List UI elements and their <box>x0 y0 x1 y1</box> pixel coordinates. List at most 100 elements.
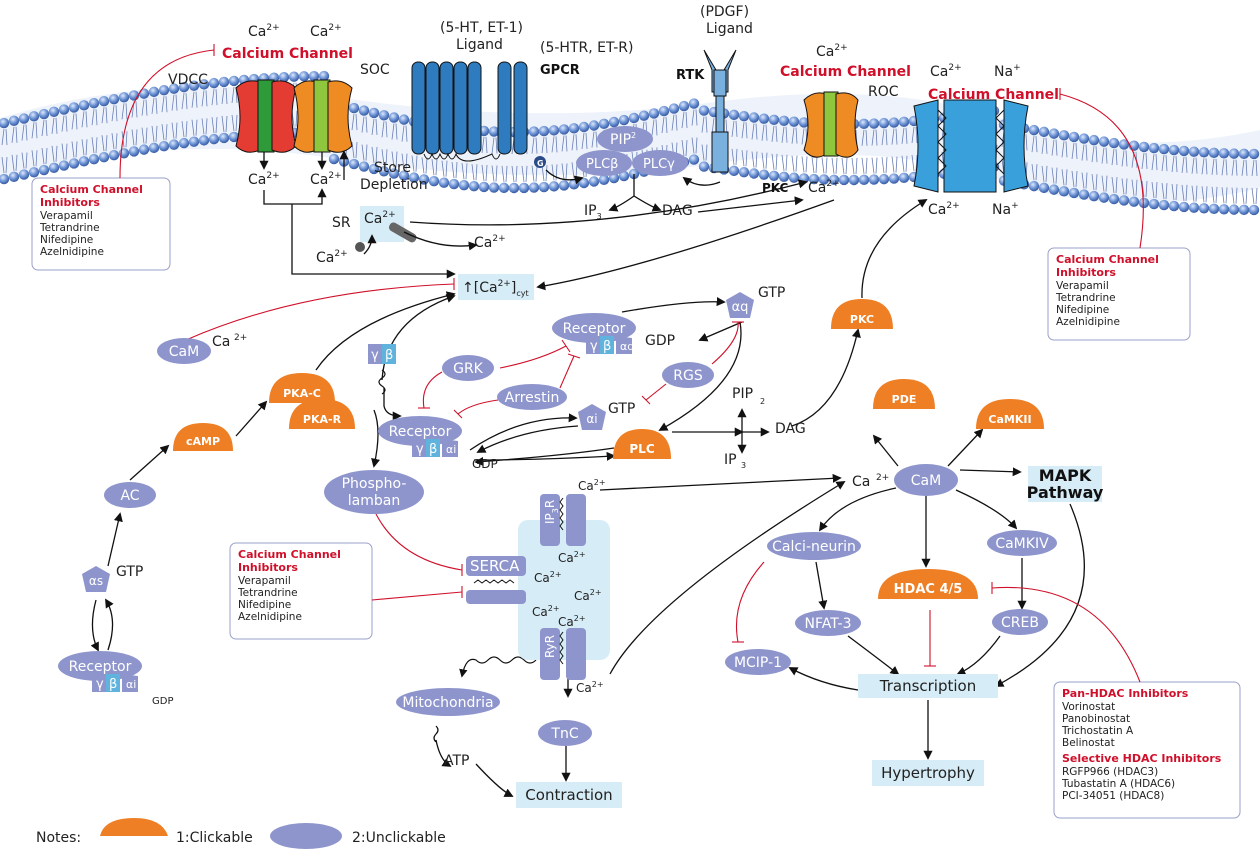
rtk-label: RTK <box>676 68 705 83</box>
ca-label-exch-in: Ca2+ <box>928 201 960 218</box>
creb-node-label: CREB <box>1001 615 1039 631</box>
pip2-label: PIP2 <box>610 131 636 148</box>
ligand-rtk-label: Ligand <box>706 21 753 37</box>
pka-c-node-label: PKA-C <box>283 387 321 400</box>
camp-node-label: cAMP <box>186 435 220 448</box>
ca-label-sr-in: Ca2+ <box>316 249 348 266</box>
camkii-node[interactable]: CaMKII <box>976 399 1044 429</box>
inhibitor-item: Vorinostat <box>1062 701 1115 713</box>
g-badge-label: G <box>537 159 544 168</box>
rgs-node: RGS <box>662 362 714 388</box>
roc-channel <box>803 91 859 158</box>
pde-node-label: PDE <box>892 393 917 406</box>
pip2-node <box>597 126 653 152</box>
inhibitor-item: Trichostatin A <box>1061 725 1134 737</box>
atp-label: ATP <box>444 753 469 769</box>
inhibitor-box: Calcium ChannelInhibitorsVerapamilTetran… <box>229 542 373 640</box>
beta-label: β <box>109 677 117 692</box>
beta-label: β <box>385 348 393 363</box>
plc-node[interactable]: PLC <box>613 429 671 459</box>
rgs-node-label: RGS <box>673 368 703 384</box>
ip3r-node: IP3R <box>540 494 586 546</box>
na-label-exchanger: Na+ <box>994 63 1021 80</box>
cam-node: CaM <box>157 338 211 364</box>
ca-label-vdcc: Ca2+ <box>248 23 280 40</box>
pkc-node[interactable]: PKC <box>831 299 893 329</box>
pka-c-node[interactable]: PKA-C <box>269 373 335 403</box>
receptor-q-node-label: Receptor <box>563 321 626 337</box>
inhibitor-box-title: Calcium Channel <box>40 183 143 196</box>
ca-label-sr-out: Ca2+ <box>474 234 506 251</box>
legend-clickable-swatch <box>100 818 168 836</box>
gpcr-receptor <box>411 61 528 162</box>
depletion-label: Depletion <box>360 177 428 193</box>
alpha-label: αi <box>126 678 136 691</box>
inhibitor-item: Azelnidipine <box>1056 316 1120 328</box>
inhibitor-box: Calcium ChannelInhibitorsVerapamilTetran… <box>1047 247 1191 341</box>
receptor-s-node-label: Receptor <box>69 659 132 675</box>
ca-label-cam-center: Ca <box>852 474 870 490</box>
serca-label: SERCA <box>470 557 520 575</box>
roc-label: ROC <box>868 84 899 100</box>
ip3-label: IP <box>724 452 737 468</box>
mitochondria-node-label: Mitochondria <box>402 695 493 711</box>
pdgf-label: (PDGF) <box>700 4 749 20</box>
cam-node-label: CaM <box>169 344 199 360</box>
ca-sup-cam-center: 2+ <box>876 473 889 483</box>
ryr-node: RyR <box>540 628 586 680</box>
alpha-s-label: αs <box>89 574 103 588</box>
camp-node[interactable]: cAMP <box>173 423 233 451</box>
pip2-label-2: PIP <box>732 386 753 402</box>
legend-clickable-label: 1:Clickable <box>176 830 253 846</box>
phospholamban-node: Phospho-lamban <box>324 470 424 514</box>
transcription-node: Transcription <box>858 674 998 698</box>
inhibitor-item: Nifedipine <box>238 599 291 611</box>
camkii-node-label: CaMKII <box>988 413 1031 426</box>
mcip1-node-label: MCIP-1 <box>734 655 782 671</box>
gamma-label: γ <box>371 348 379 363</box>
ip3-label-top: IP3 <box>584 203 602 221</box>
gdp-label-q: GDP <box>645 333 675 349</box>
inhibitor-item: Tetrandrine <box>1055 292 1116 304</box>
gdp-label-i: GDP <box>472 457 498 471</box>
alpha-q-label: αq <box>732 300 749 315</box>
inhibitor-item: Verapamil <box>1056 280 1109 292</box>
dag-label-top: DAG <box>662 203 693 219</box>
ac-node: AC <box>104 482 156 508</box>
sr-lumen <box>518 520 610 660</box>
creb-node: CREB <box>992 609 1048 635</box>
phospholamban-label-1: Phospho- <box>342 476 407 492</box>
inhibitor-box: Pan-HDAC InhibitorsVorinostatPanobinosta… <box>1053 681 1241 819</box>
ligand-word-label: Ligand <box>456 37 503 53</box>
hdac45-node[interactable]: HDAC 4/5 <box>878 569 978 599</box>
tnc-node: TnC <box>538 720 592 746</box>
plcg-label: PLCγ <box>643 157 675 172</box>
gpcr-label: GPCR <box>540 63 580 78</box>
grk-node-label: GRK <box>453 361 484 377</box>
inhibitor-item: Tetrandrine <box>237 587 298 599</box>
gamma-label: γ <box>96 677 104 692</box>
calcineurin-node: Calci-neurin <box>767 532 861 560</box>
soc-label: SOC <box>360 62 390 78</box>
ca-label-cam: Ca <box>212 334 230 350</box>
inhibitor-box-title: Inhibitors <box>1056 266 1116 279</box>
notes-label: Notes: <box>36 830 81 846</box>
arrestin-node: Arrestin <box>497 384 567 410</box>
inhibitor-box-title: Calcium Channel <box>1056 253 1159 266</box>
pka-r-node[interactable]: PKA-R <box>289 399 355 429</box>
hdac45-node-label: HDAC 4/5 <box>894 582 963 597</box>
inhibitor-item: Azelnidipine <box>40 246 104 258</box>
mapk-label-1: MAPK <box>1039 466 1092 485</box>
inhibitor-item: Verapamil <box>40 210 93 222</box>
ip3-sub: 3 <box>741 461 746 470</box>
legend-unclickable-label: 2:Unclickable <box>352 830 446 846</box>
vdcc-label: VDCC <box>168 72 208 88</box>
camkiv-node-label: CaMKIV <box>995 536 1049 552</box>
pde-node[interactable]: PDE <box>873 379 935 409</box>
mapk-label-2: Pathway <box>1027 483 1104 502</box>
beta-label: β <box>429 442 437 457</box>
